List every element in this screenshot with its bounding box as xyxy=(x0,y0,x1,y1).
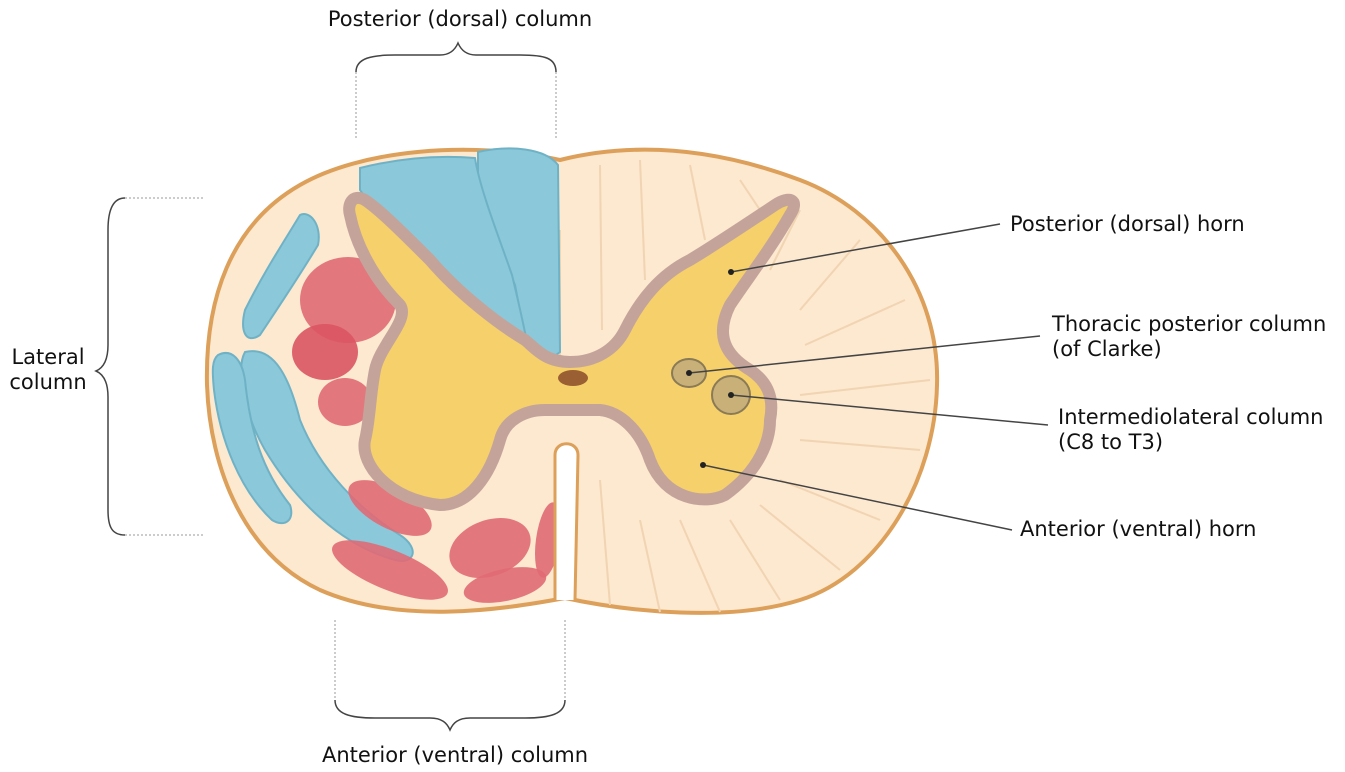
thoracic-column-label: Thoracic posterior column (of Clarke) xyxy=(1052,312,1326,362)
lateral-column-label: Lateral column xyxy=(0,345,96,395)
thoracic-column-dot xyxy=(686,370,692,376)
anterior-horn-dot xyxy=(700,462,706,468)
intermediolateral-dot xyxy=(728,392,734,398)
posterior-horn-label: Posterior (dorsal) horn xyxy=(1010,212,1245,237)
thoracic-column-label-line1: Thoracic posterior column xyxy=(1052,312,1326,337)
anterior-column-label: Anterior (ventral) column xyxy=(290,743,620,768)
anterior-column-bracket xyxy=(335,620,565,730)
intermediolateral-column-label-line2: (C8 to T3) xyxy=(1058,430,1323,455)
lateral-corticospinal-tract xyxy=(292,324,358,380)
intermediolateral-column-label-line1: Intermediolateral column xyxy=(1058,405,1323,430)
central-canal xyxy=(558,370,588,386)
lateral-column-bracket xyxy=(96,198,205,535)
thoracic-column-label-line2: (of Clarke) xyxy=(1052,337,1326,362)
posterior-horn-dot xyxy=(728,269,734,275)
posterior-column-bracket xyxy=(356,43,556,140)
lateral-column-label-line1: Lateral xyxy=(0,345,96,370)
anterior-horn-label: Anterior (ventral) horn xyxy=(1020,517,1256,542)
intermediolateral-column-label: Intermediolateral column (C8 to T3) xyxy=(1058,405,1323,455)
anterior-median-fissure xyxy=(555,444,578,600)
lateral-column-label-line2: column xyxy=(0,370,96,395)
posterior-column-label: Posterior (dorsal) column xyxy=(300,7,620,32)
